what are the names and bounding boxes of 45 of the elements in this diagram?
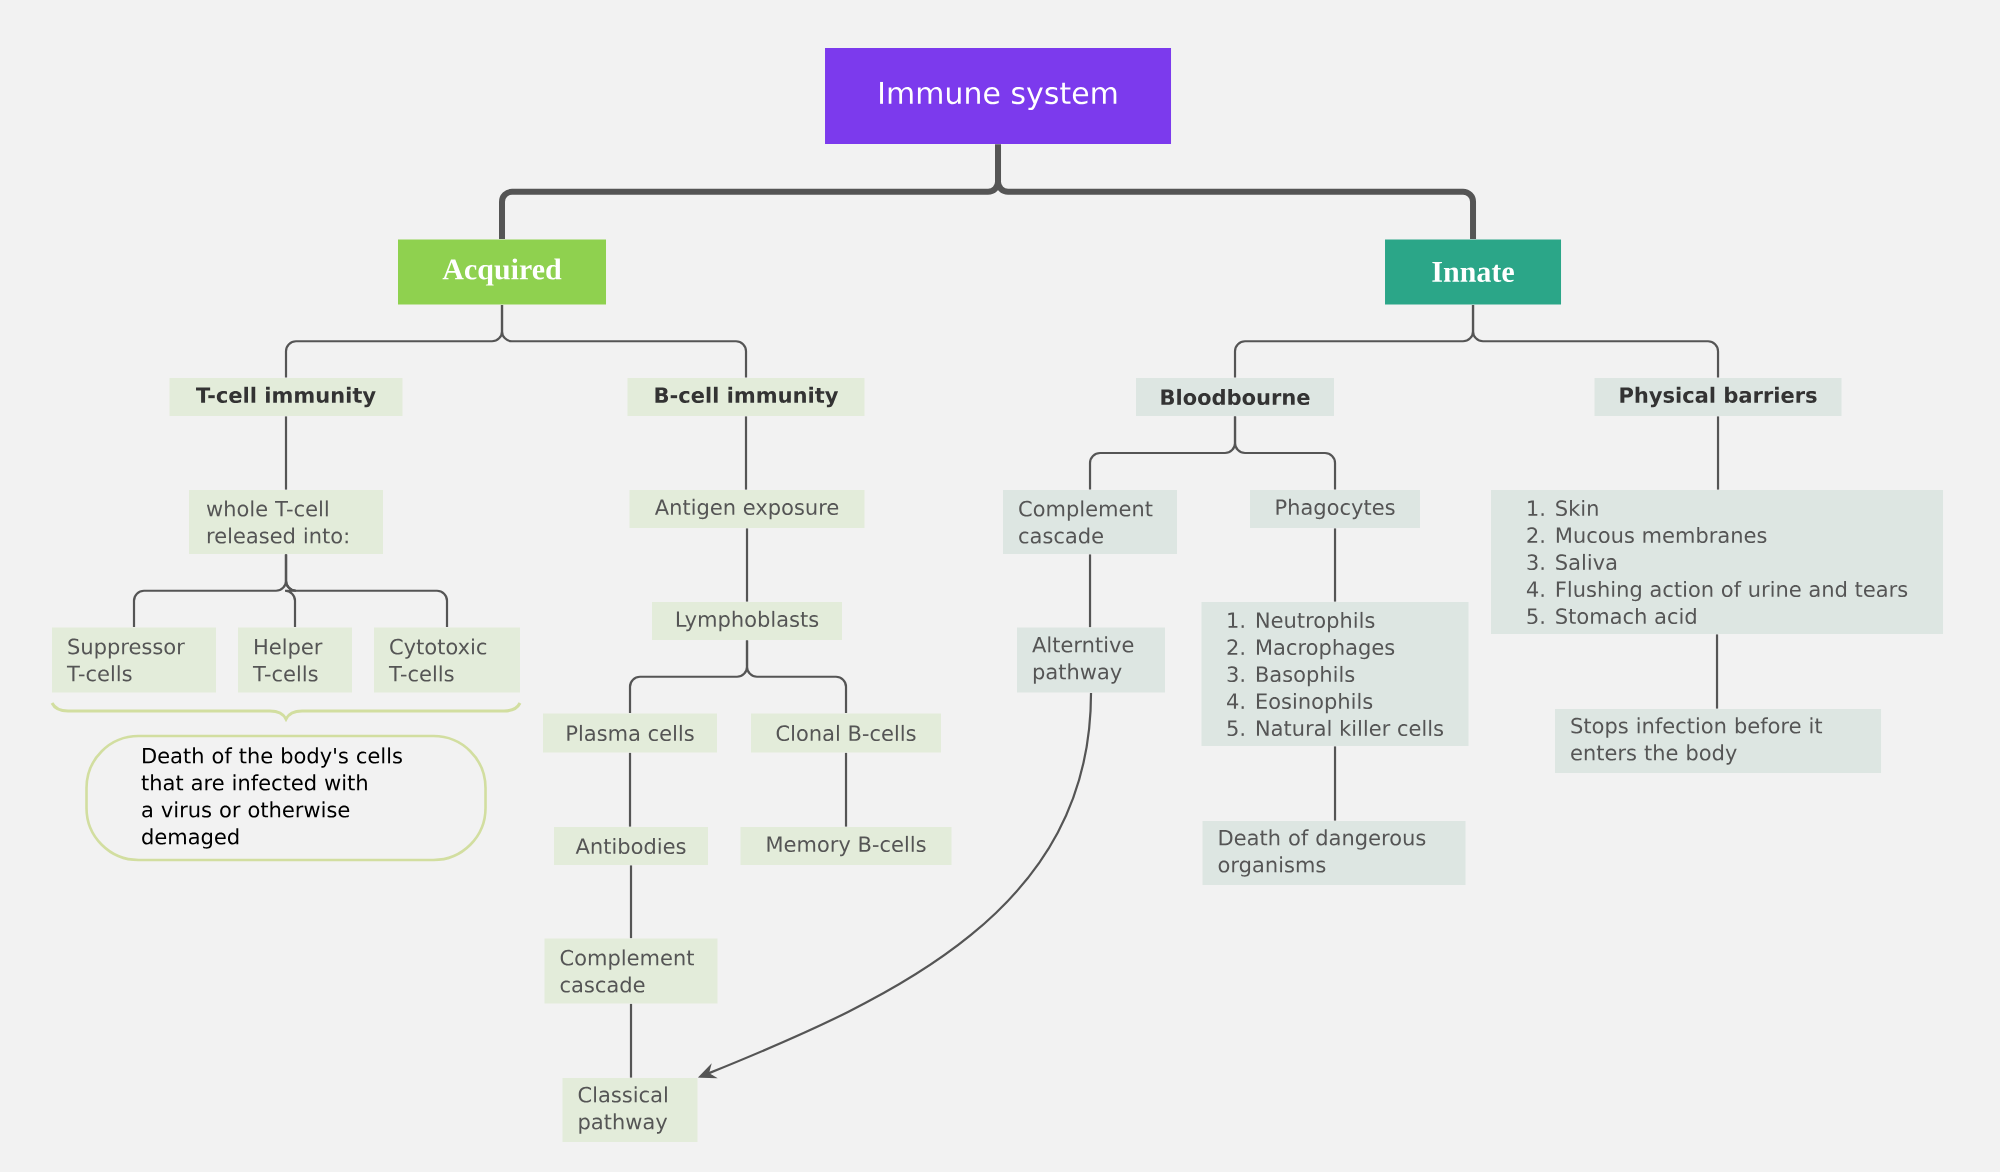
connector-line <box>844 752 848 827</box>
process-box: whole T-cell released into: <box>189 490 383 554</box>
list-box: 1. Skin 2. Mucous membranes 3. Saliva 4. Flushing action of urine and tears 5. Stomach acid <box>1491 490 1944 634</box>
connector-line <box>284 554 449 628</box>
process-box: Death of dangerous organisms <box>1202 821 1466 885</box>
process-box: Complement cascade <box>544 938 718 1004</box>
process-box: Complement cascade <box>1003 490 1177 554</box>
subcategory-box: B-cell immunity <box>627 378 865 416</box>
connector-line <box>628 752 632 827</box>
process-box: Antigen exposure <box>629 490 865 528</box>
connector-line <box>1716 416 1720 490</box>
process-box: Classical pathway <box>562 1078 698 1142</box>
subcategory-box: Physical barriers <box>1594 378 1842 416</box>
process-box: Clonal B-cells <box>751 713 941 753</box>
connector-line <box>1715 634 1719 709</box>
list-box: 1. Neutrophils 2. Macrophages 3. Basophils 4. Eosinophils 5. Natural killer cells <box>1201 602 1469 746</box>
connector-line <box>1333 528 1337 602</box>
category-box: Innate <box>1385 239 1561 305</box>
process-box: Cytotoxic T-cells <box>374 627 520 693</box>
connector-line <box>629 865 633 939</box>
process-box: Alterntive pathway <box>1017 627 1165 693</box>
subcategory-box: T-cell immunity <box>169 378 403 416</box>
connector-line <box>995 144 1476 240</box>
connector-line <box>1233 416 1337 490</box>
process-box: Phagocytes <box>1250 490 1420 528</box>
outcome-bubble: Death of the body's cells that are infected with a virus or otherwise demaged <box>85 734 487 862</box>
subcategory-box: Bloodbourne <box>1136 378 1334 416</box>
process-box: Lymphoblasts <box>652 602 842 640</box>
connector-line <box>1088 554 1092 628</box>
process-box: Suppressor T-cells <box>52 627 216 693</box>
process-box: Memory B-cells <box>740 827 952 865</box>
process-box: Stops infection before it enters the body <box>1555 709 1882 773</box>
process-box: Helper T-cells <box>238 627 352 693</box>
connector-line <box>745 640 848 714</box>
process-box: Plasma cells <box>543 713 717 753</box>
connector-line <box>1471 304 1720 378</box>
connector-line <box>629 1003 633 1078</box>
connector-line <box>745 528 749 602</box>
connector-line <box>500 304 748 378</box>
category-box: Acquired <box>398 239 606 305</box>
connector-line <box>284 416 288 490</box>
process-box: Antibodies <box>554 827 708 865</box>
title-box: Immune system <box>825 48 1171 144</box>
connector-line <box>1333 746 1337 821</box>
connector-line <box>744 416 748 490</box>
